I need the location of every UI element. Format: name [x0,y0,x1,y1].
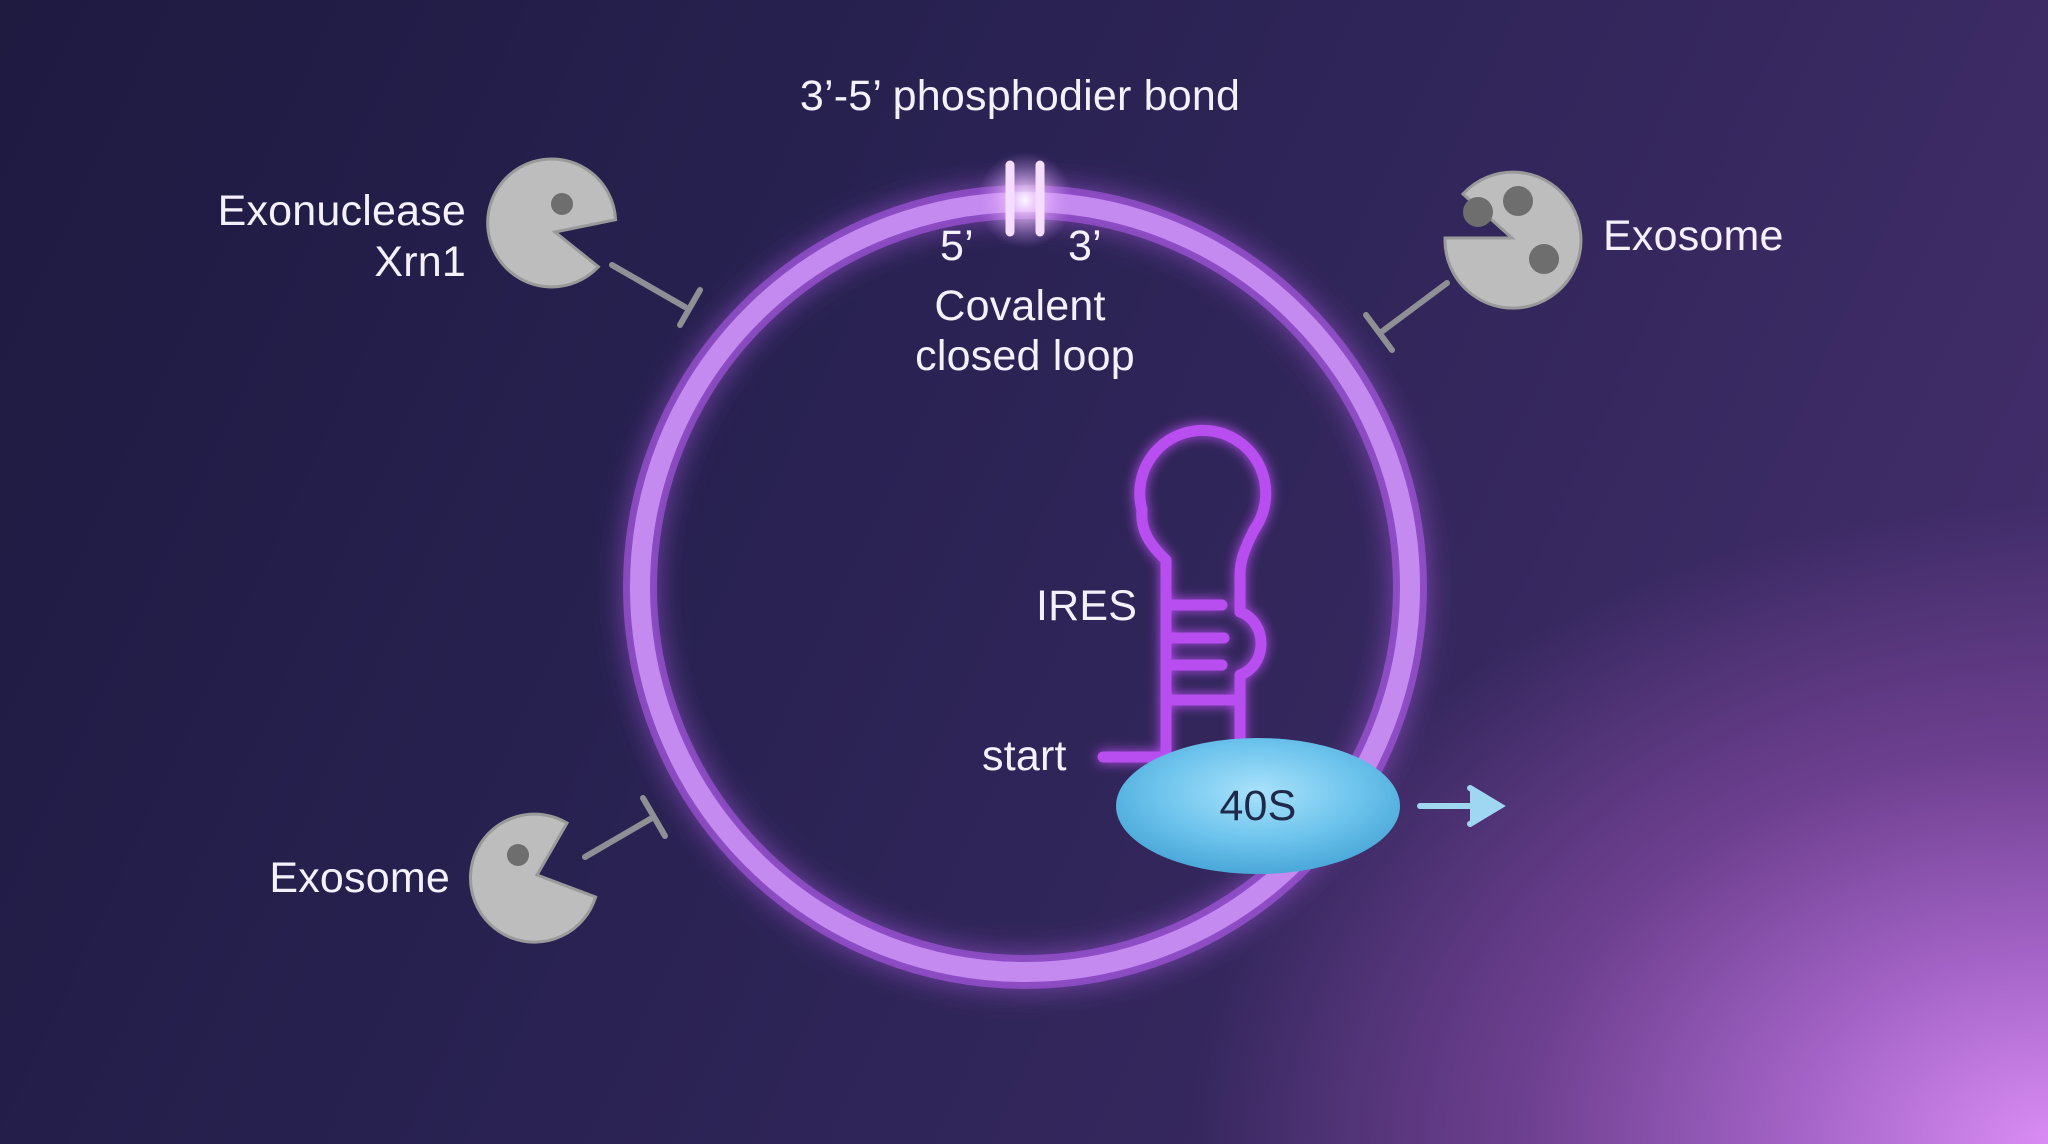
pacman-enzyme-icon-left [469,812,598,944]
xrn1-label-line2: Xrn1 [374,238,466,286]
exosome-left-label: Exosome [269,854,450,902]
loop-label-line2: closed loop [915,332,1135,380]
exosome-right-label: Exosome [1603,212,1784,260]
three-prime-label: 3’ [1068,222,1102,270]
start-label: start [982,732,1067,780]
ribosome-40s [1116,738,1400,874]
bond-label: 3’-5’ phosphodier bond [799,72,1241,120]
pacman-enzyme-icon [486,157,618,289]
ires-label: IRES [1036,582,1138,630]
bond-highlight [977,152,1073,248]
ires-hairpin [1097,424,1272,763]
loop-label-line1: Covalent [934,282,1106,330]
inhibitor-exosome-left [582,795,668,860]
xrn1-label-line1: Exonuclease [217,187,466,235]
inhibitor-exosome-right [1363,280,1450,353]
arrow-right-icon [1417,785,1506,827]
five-prime-label: 5’ [940,222,974,270]
ribosome-label: 40S [1219,782,1297,830]
inhibitor-xrn1 [609,262,703,328]
pacman-enzyme-three-spots-icon [1443,170,1583,310]
